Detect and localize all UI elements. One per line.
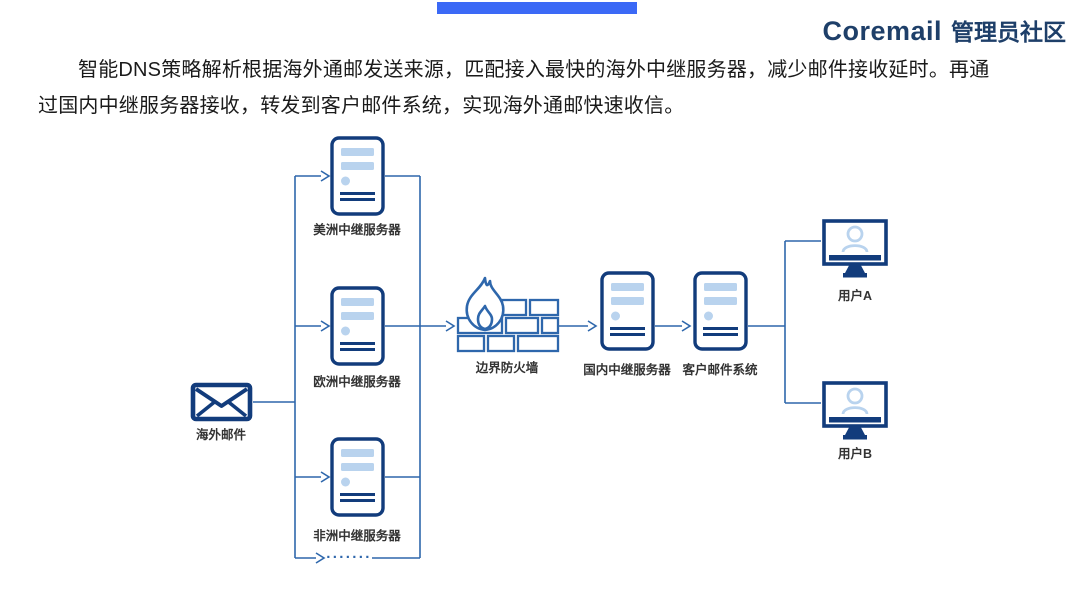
server-icon bbox=[330, 286, 385, 366]
relay-africa-label: 非洲中继服务器 bbox=[313, 529, 401, 543]
overseas-mail-node bbox=[190, 382, 253, 422]
monitor-user-icon bbox=[822, 381, 888, 440]
relay-europe-node bbox=[330, 286, 385, 366]
server-icon bbox=[693, 271, 748, 351]
relay-domestic-label: 国内中继服务器 bbox=[583, 363, 671, 377]
coremail-logo: Coremail 管理员社区 bbox=[822, 13, 1066, 47]
relay-africa-node bbox=[330, 437, 385, 517]
user-b-node bbox=[822, 381, 888, 441]
user-b-label: 用户B bbox=[837, 447, 873, 461]
relay-domestic-node bbox=[600, 271, 655, 351]
user-a-node bbox=[822, 219, 888, 279]
server-icon bbox=[330, 437, 385, 517]
border-firewall-node bbox=[455, 273, 560, 355]
description-line-1: 智能DNS策略解析根据海外通邮发送来源，匹配接入最快的海外中继服务器，减少邮件接… bbox=[78, 59, 990, 81]
overseas-mail-label: 海外邮件 bbox=[195, 428, 247, 442]
monitor-user-icon bbox=[822, 219, 888, 278]
customer-mail-system-node bbox=[693, 271, 748, 351]
border-firewall-label: 边界防火墙 bbox=[475, 361, 539, 375]
firewall-icon bbox=[456, 276, 560, 353]
logo-brand: Coremail bbox=[822, 16, 942, 46]
mail-envelope-icon bbox=[190, 382, 253, 422]
relay-america-label: 美洲中继服务器 bbox=[313, 223, 401, 237]
customer-mail-system-label: 客户邮件系统 bbox=[682, 363, 758, 377]
server-icon bbox=[330, 136, 385, 216]
server-icon bbox=[600, 271, 655, 351]
relay-europe-label: 欧洲中继服务器 bbox=[313, 375, 401, 389]
relay-america-node bbox=[330, 136, 385, 216]
logo-community-label: 管理员社区 bbox=[951, 19, 1066, 45]
top-accent-bar bbox=[437, 2, 637, 14]
description-line-2: 过国内中继服务器接收，转发到客户邮件系统，实现海外通邮快速收信。 bbox=[38, 95, 685, 117]
description-paragraph: 智能DNS策略解析根据海外通邮发送来源，匹配接入最快的海外中继服务器，减少邮件接… bbox=[38, 52, 1014, 124]
more-relays-dots: ······· bbox=[326, 549, 372, 566]
user-a-label: 用户A bbox=[837, 289, 873, 303]
